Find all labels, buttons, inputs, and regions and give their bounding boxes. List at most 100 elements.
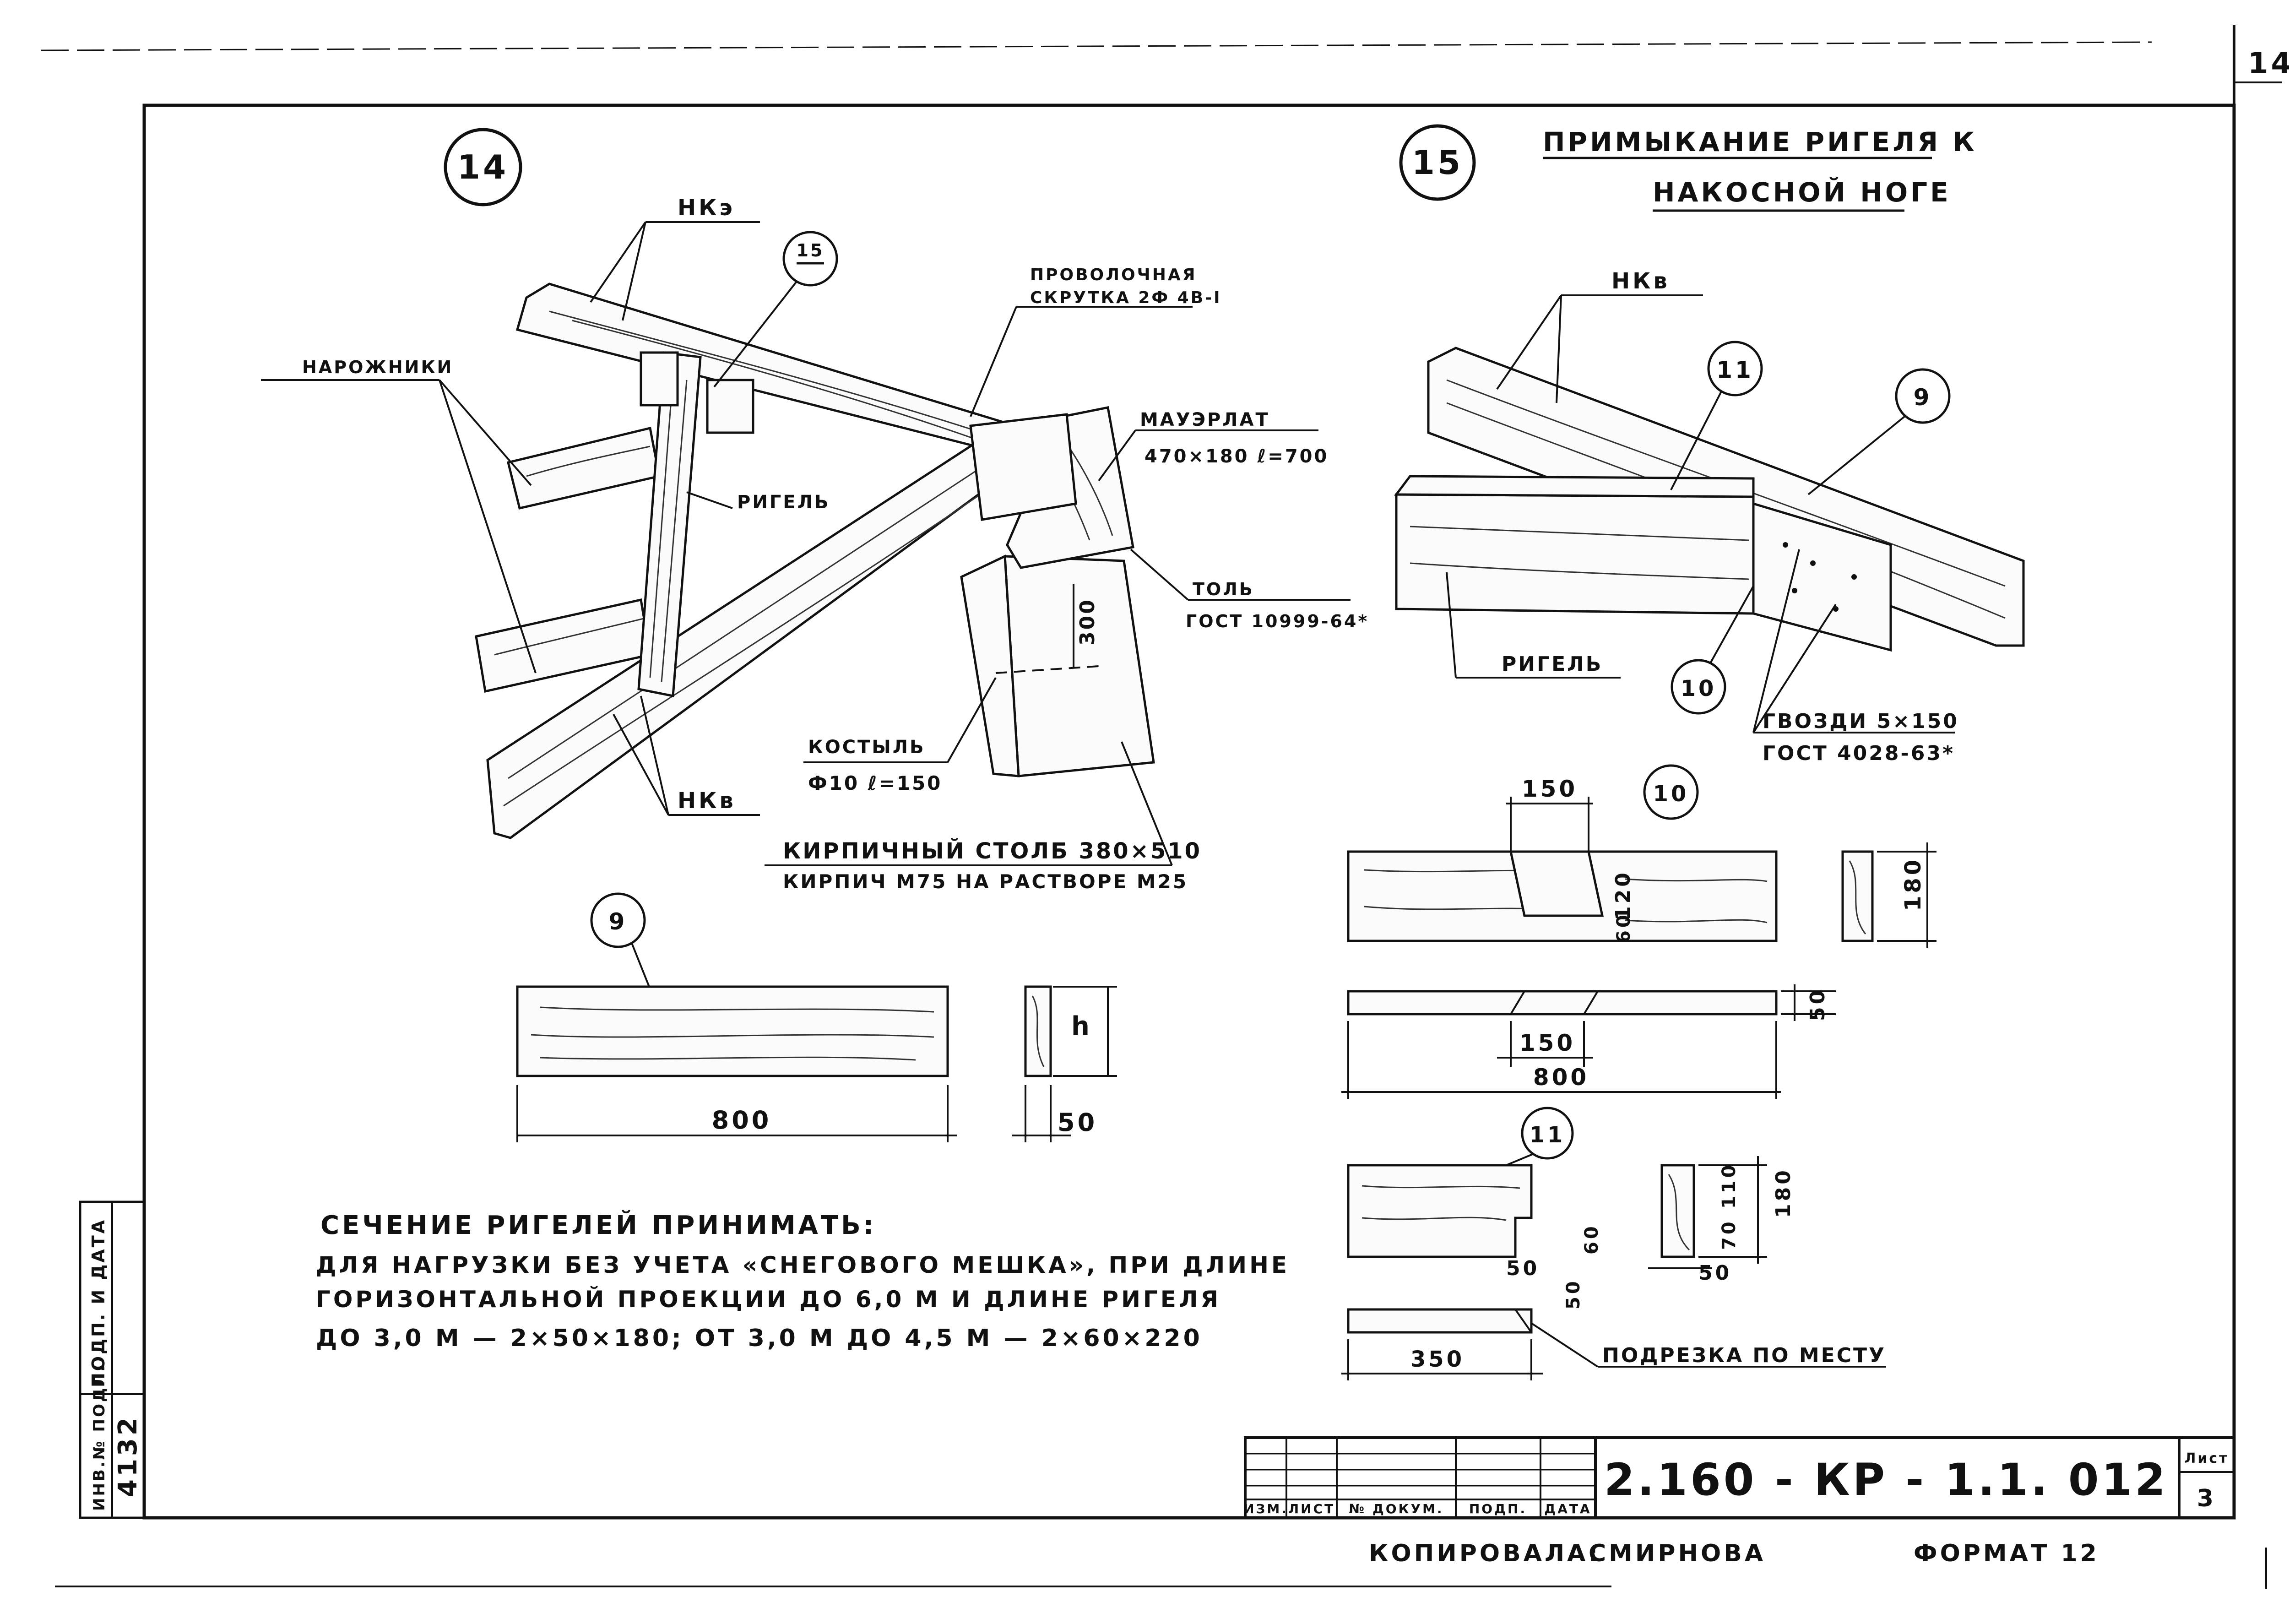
leader-ref-15: [713, 281, 797, 388]
callout-wire-2: СКРУТКА 2Ф 4В-I: [1030, 288, 1221, 307]
ref-9: 9: [1914, 384, 1932, 411]
stamp-col-podp: ПОДП.: [1469, 1501, 1527, 1516]
top-trim-line: [41, 41, 2152, 51]
rigel-clamp: [706, 379, 754, 434]
leader-rigel: [686, 491, 733, 509]
stamp-col-data: ДАТА: [1544, 1501, 1591, 1516]
part-11-plan: [1347, 1308, 1533, 1334]
part-11-marker: 11: [1530, 1122, 1566, 1148]
rigel-block: [640, 351, 679, 407]
part-11-note: ПОДРЕЗКА ПО МЕСТУ: [1602, 1344, 1886, 1367]
stamp-col-list: ЛИСТ: [1288, 1501, 1335, 1516]
part-11-marker-ring: [1521, 1107, 1574, 1160]
callout-wire-1: ПРОВОЛОЧНАЯ: [1030, 266, 1197, 284]
detail-14: 14 300 НКэ: [261, 128, 1369, 893]
callout-nk-bottom: НКв: [678, 788, 736, 814]
ref-11-ring: [1707, 341, 1763, 396]
callout-pillar-1: КИРПИЧНЫЙ СТОЛБ 380×510: [783, 838, 1202, 864]
part-9-board: [516, 985, 949, 1077]
part-11-d50b: 50: [1563, 1278, 1584, 1309]
dim-300: 300: [1076, 598, 1099, 646]
detail-14-marker-ring: [444, 128, 522, 206]
detail-15-marker: 15: [1412, 143, 1463, 182]
callout-tol-2: ГОСТ 10999-64*: [1186, 611, 1369, 631]
callout-nk-15: НКв: [1611, 268, 1670, 294]
part-9-height: h: [1071, 1011, 1092, 1041]
part-10-side: 180: [1900, 857, 1926, 911]
part-11-board: [1347, 1164, 1533, 1258]
part-9-thickness: 50: [1058, 1108, 1097, 1137]
part-10: 10 150 120 60 180 50 150 800: [1341, 764, 1936, 1099]
part-11-d60: 60: [1581, 1223, 1602, 1255]
ref-11: 11: [1716, 357, 1754, 383]
part-9-marker: 9: [609, 908, 628, 935]
stamp-code: 2.160 - КР - 1.1. 012: [1604, 1454, 2168, 1505]
stamp-col-izm: ИЗМ.: [1243, 1501, 1288, 1516]
detail-15-title-2: НАКОСНОЙ НОГЕ: [1653, 176, 1951, 208]
detail-15-title-1: ПРИМЫКАНИЕ РИГЕЛЯ К: [1543, 126, 1977, 158]
callout-tol-1: ТОЛЬ: [1193, 579, 1254, 599]
part-10-notch-width: 150: [1519, 1030, 1575, 1056]
part-10-notch: [1509, 850, 1604, 917]
section-note: СЕЧЕНИЕ РИГЕЛЕЙ ПРИНИМАТЬ: ДЛЯ НАГРУЗКИ …: [316, 1210, 1290, 1352]
title-block: ИЗМ. ЛИСТ № ДОКУМ. ПОДП. ДАТА 2.160 - КР…: [1243, 1436, 2235, 1519]
part-10-plan: [1347, 990, 1778, 1016]
footer-copied-name: СМИРНОВА: [1589, 1540, 1766, 1567]
part-10-section: [1841, 850, 1874, 942]
part-10-marker: 10: [1653, 781, 1689, 807]
rafter-joint-plate: [969, 413, 1077, 521]
part-11-length: 350: [1410, 1347, 1465, 1372]
note-line-2: ДЛЯ НАГРУЗКИ БЕЗ УЧЕТА «СНЕГОВОГО МЕШКА»…: [316, 1252, 1290, 1278]
note-line-1: СЕЧЕНИЕ РИГЕЛЕЙ ПРИНИМАТЬ:: [320, 1210, 876, 1240]
callout-mauerlat-1: МАУЭРЛАТ: [1140, 409, 1270, 430]
brick-pillar: [960, 554, 1155, 777]
footer-format: ФОРМАТ 12: [1914, 1540, 2099, 1567]
stamp-col-dokum: № ДОКУМ.: [1349, 1501, 1443, 1516]
part-9-marker-ring: [590, 892, 646, 948]
note-line-3: ГОРИЗОНТАЛЬНОЙ ПРОЕКЦИИ ДО 6,0 М И ДЛИНЕ…: [316, 1286, 1221, 1313]
part-10-length: 800: [1533, 1064, 1589, 1091]
part-10-marker-ring: [1643, 764, 1699, 820]
footer-copied-label: КОПИРОВАЛА:: [1369, 1540, 1600, 1567]
narozhnik-upper: [506, 426, 661, 510]
part-11: 11 60 50 50 110 70 180 50 350 ПОДРЕЗКА П…: [1341, 1107, 1886, 1380]
note-line-4: ДО 3,0 М — 2×50×180; ОТ 3,0 М ДО 4,5 М —…: [316, 1325, 1203, 1352]
side-inv-value: 4132: [113, 1415, 143, 1497]
detail-15-plate-10: [1752, 502, 1892, 652]
side-stamp: ПОДП. И ДАТА ИНВ.№ ПОДЛ. 4132: [79, 1200, 146, 1519]
drawing-frame: [142, 103, 2236, 1520]
detail-15-rigel: [1395, 493, 1755, 615]
callout-kostyl-2: Ф10 ℓ=150: [808, 772, 942, 794]
rigel-beam: [637, 351, 702, 698]
callout-nails-1: ГВОЗДИ 5×150: [1763, 710, 1959, 733]
part-10-top: 150: [1522, 776, 1578, 802]
callout-rigel-15: РИГЕЛЬ: [1502, 652, 1603, 676]
part-11-d110: 110: [1719, 1162, 1740, 1209]
ref-10: 10: [1681, 676, 1717, 701]
callout-mauerlat-2: 470×180 ℓ=700: [1144, 446, 1329, 467]
part-10-h120: 120: [1611, 870, 1635, 920]
part-11-d50c: 50: [1698, 1261, 1732, 1285]
part-9: 9 800 50 h: [516, 892, 1117, 1142]
callout-pillar-2: КИРПИЧ М75 НА РАСТВОРЕ М25: [783, 870, 1188, 893]
page-number: 14: [2248, 47, 2289, 81]
callout-rigel: РИГЕЛЬ: [737, 492, 830, 513]
part-11-d70: 70: [1719, 1219, 1740, 1250]
detail-15: 15 ПРИМЫКАНИЕ РИГЕЛЯ К НАКОСНОЙ НОГЕ НКв…: [1394, 124, 2025, 765]
part-11-d180: 180: [1772, 1168, 1795, 1218]
ref-10-ring: [1671, 659, 1726, 715]
ref-9-ring: [1895, 368, 1951, 424]
part-10-h60: 60: [1613, 912, 1634, 943]
part-11-section: [1660, 1164, 1695, 1258]
stamp-sheet-value: 3: [2197, 1485, 2216, 1512]
detail-15-marker-ring: [1399, 124, 1476, 201]
part-9-section: [1024, 985, 1052, 1077]
detail-15-rigel-top: [1394, 475, 1755, 498]
part-9-length: 800: [712, 1106, 772, 1135]
callout-nk-top: НКэ: [678, 195, 735, 221]
callout-nails-2: ГОСТ 4028-63*: [1763, 742, 1955, 765]
lower-rafter: [486, 436, 1037, 839]
side-inv-label: ИНВ.№ ПОДЛ.: [90, 1364, 108, 1511]
side-sign-label: ПОДП. И ДАТА: [88, 1218, 108, 1387]
